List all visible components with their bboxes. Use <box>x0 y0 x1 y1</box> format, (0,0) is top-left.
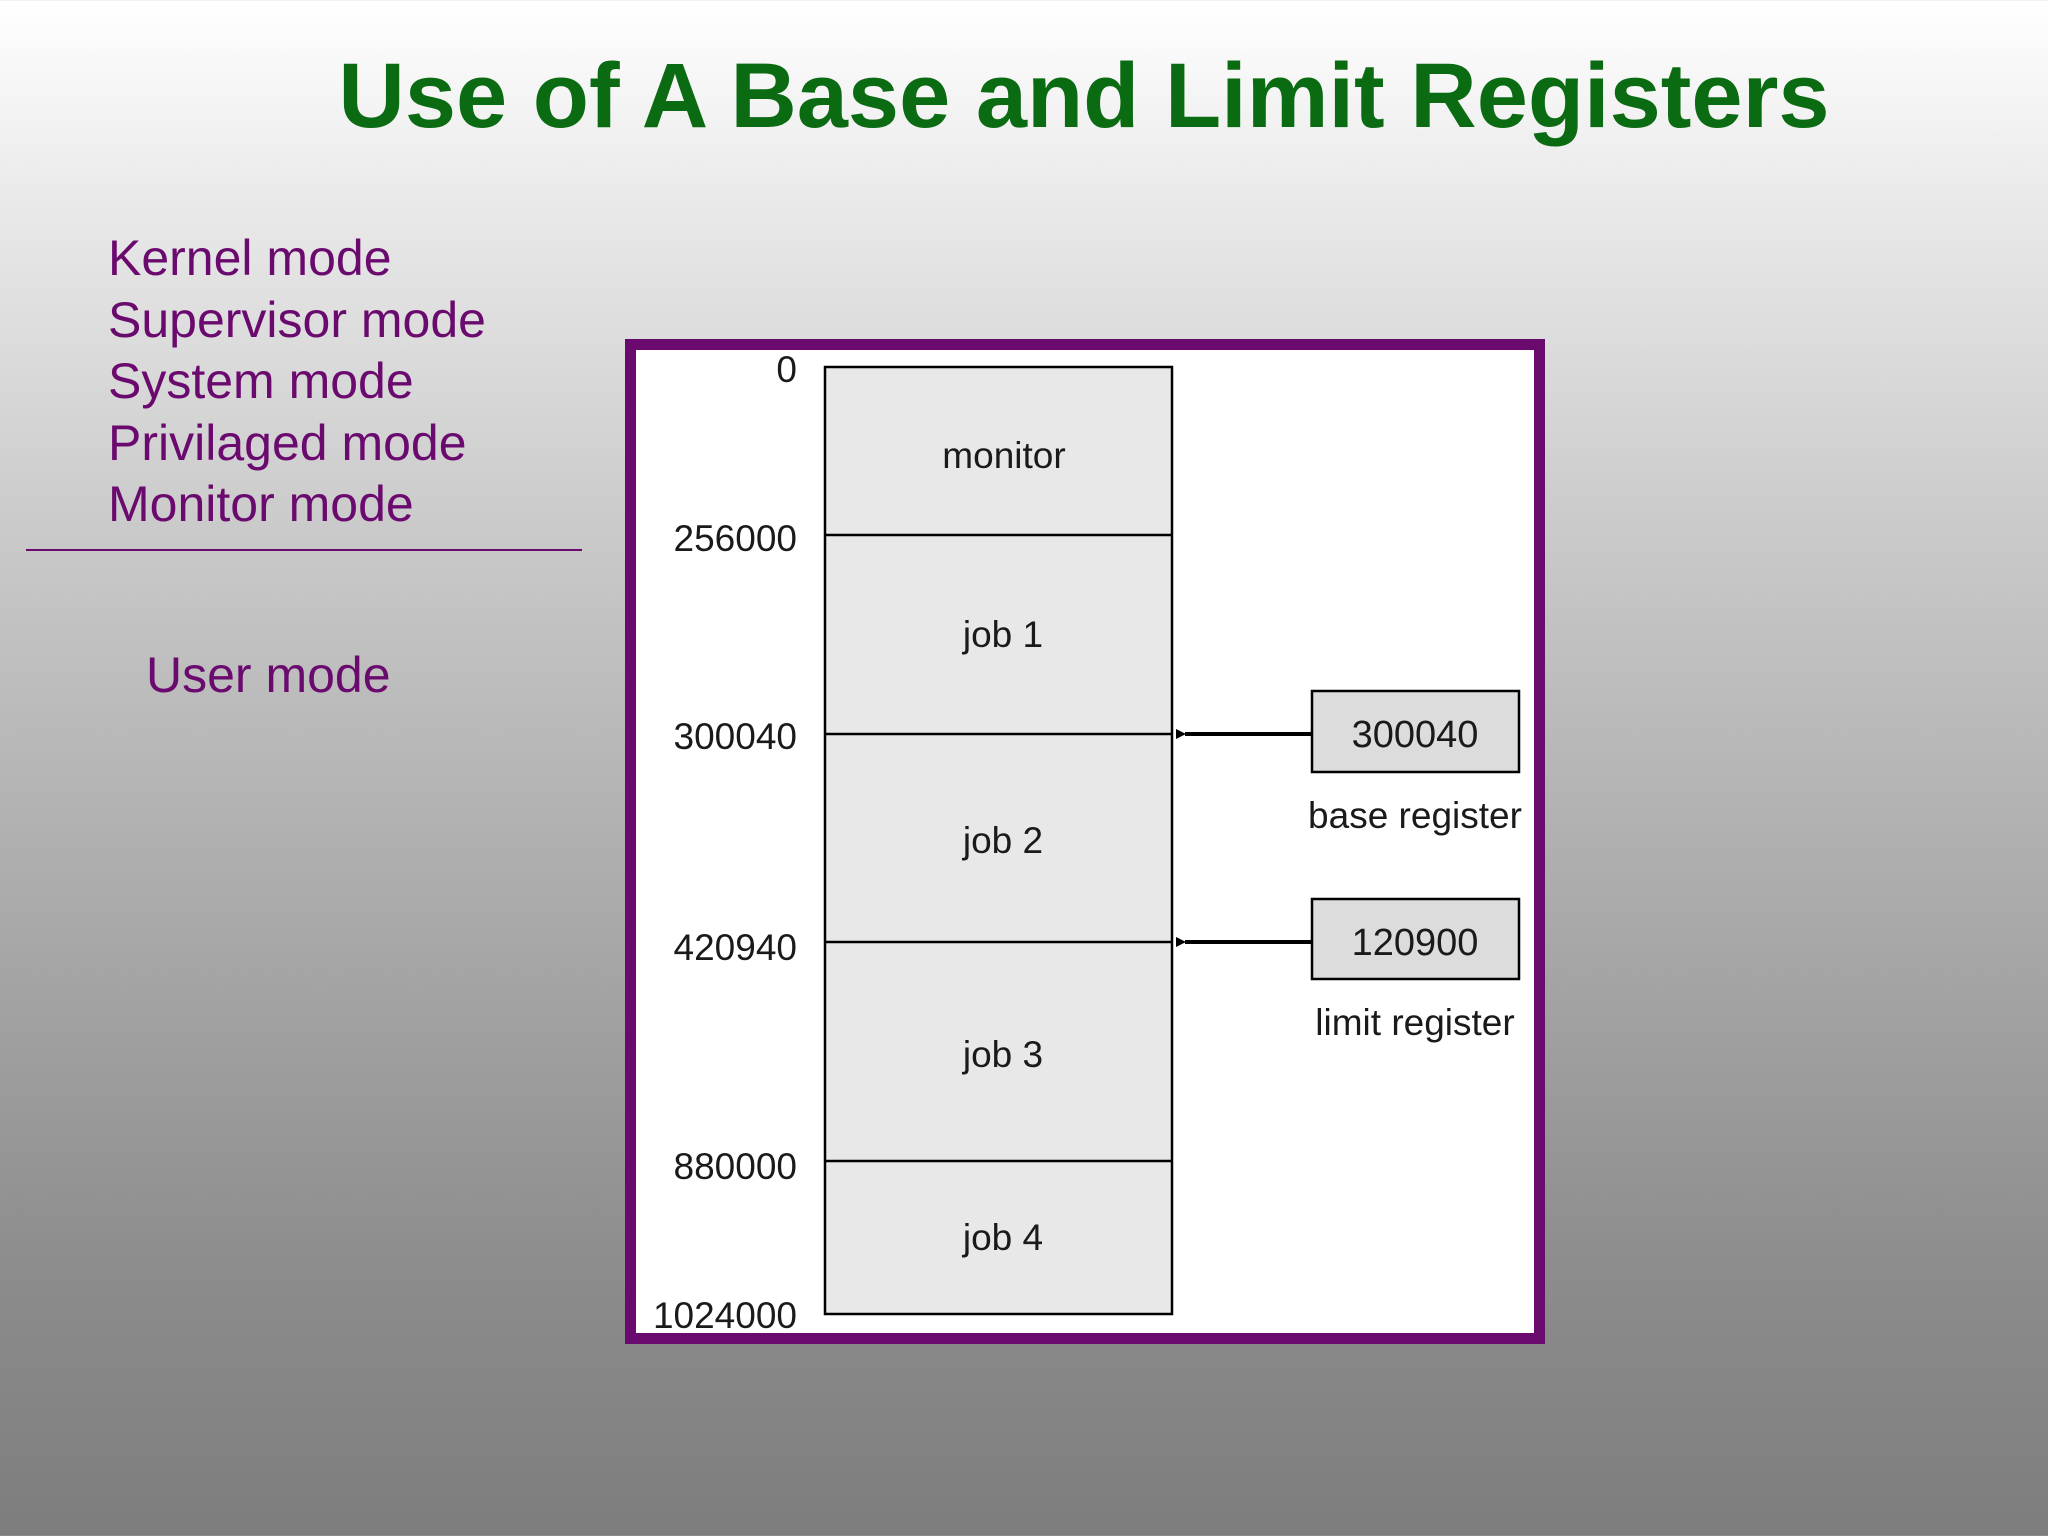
mode-name: System mode <box>108 353 414 409</box>
mode-name: Kernel mode <box>108 230 392 286</box>
limit-register-box <box>1310 897 1521 981</box>
mode-divider <box>26 549 582 551</box>
limit-register-value: 120900 <box>1352 922 1479 964</box>
address-label: 300040 <box>674 716 797 757</box>
mode-name: Supervisor mode <box>108 291 486 348</box>
segment-label-job-1: job 1 <box>962 614 1043 655</box>
memory-column <box>823 365 1174 1316</box>
mode-name: Privilaged mode <box>108 414 467 471</box>
slide-title: Use of A Base and Limit Registers <box>338 45 1830 147</box>
base-register-caption: base register <box>1308 795 1522 836</box>
limit-register-caption: limit register <box>1315 1002 1514 1043</box>
address-label: 1024000 <box>653 1295 797 1336</box>
privileged-mode-list: Kernel mode Supervisor mode System mode … <box>108 228 486 536</box>
mode-name: Monitor mode <box>108 476 414 532</box>
address-label: 420940 <box>674 927 797 968</box>
segment-label-job-4: job 4 <box>962 1217 1043 1258</box>
segment-label-monitor: monitor <box>942 435 1065 476</box>
base-register-value: 300040 <box>1352 714 1479 756</box>
base-register-box <box>1310 689 1521 774</box>
segment-label-job-2: job 2 <box>962 820 1043 861</box>
address-label: 880000 <box>674 1146 797 1187</box>
address-label: 256000 <box>674 518 797 559</box>
segment-label-job-3: job 3 <box>962 1034 1043 1075</box>
user-mode-label: User mode <box>146 647 391 703</box>
address-label: 0 <box>776 349 797 390</box>
